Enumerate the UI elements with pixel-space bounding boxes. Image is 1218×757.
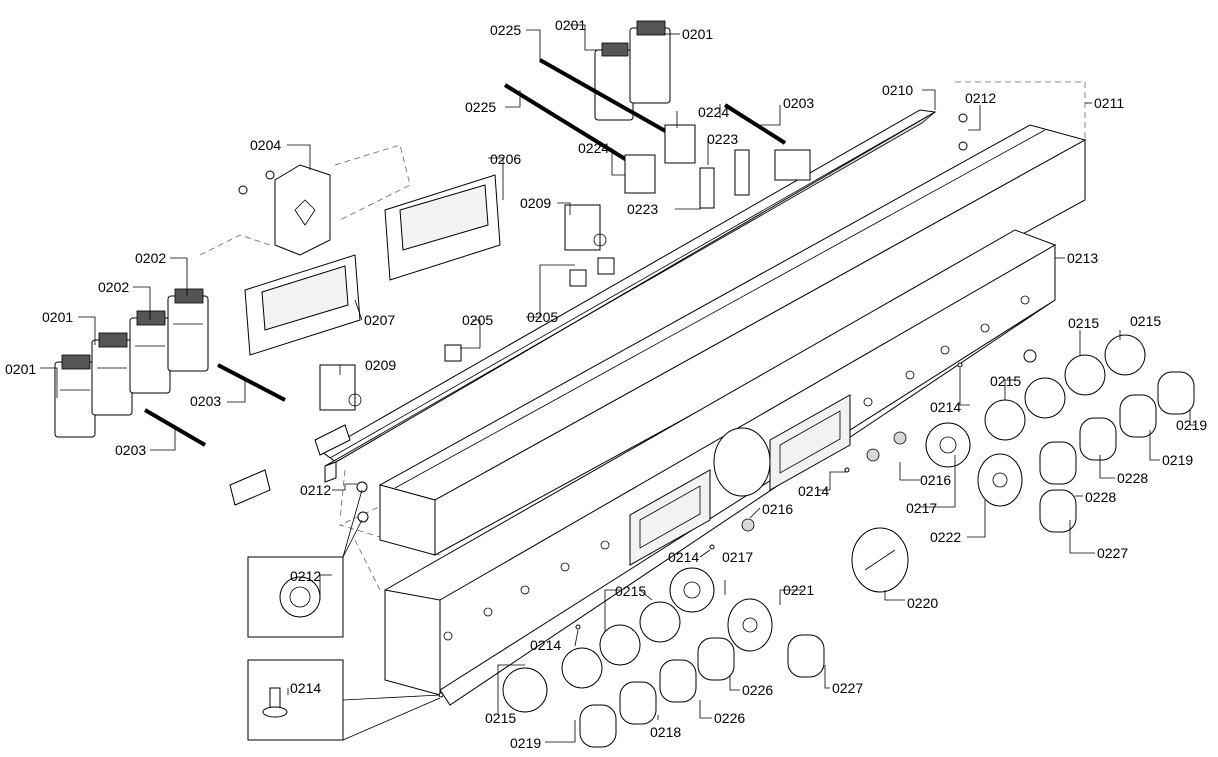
control-module-left-2 [91,332,133,416]
label-0214-d: 0214 [798,483,829,499]
display-board-upper [384,174,501,281]
center-cutout [713,427,771,497]
label-0222: 0222 [930,529,961,545]
control-knobs [579,371,1195,748]
label-0215-b: 0215 [1068,315,1099,331]
ring-0222 [977,453,1023,507]
label-0212-a: 0212 [965,90,996,106]
control-panel [384,229,1057,706]
knob-plates [669,422,971,613]
label-0218: 0218 [650,724,681,740]
label-0207: 0207 [364,312,395,328]
label-0201-a: 0201 [5,361,36,377]
label-0210: 0210 [882,82,913,98]
label-0214-c: 0214 [668,549,699,565]
label-0203-a: 0203 [115,442,146,458]
label-0224-b: 0224 [578,140,609,156]
rotary-switches [319,124,696,411]
leader-lines [40,24,1195,743]
label-0221: 0221 [783,582,814,598]
clips-left [229,424,351,506]
control-module-left-3 [129,310,171,394]
knob-holes [443,295,1030,641]
label-0212-c: 0212 [290,568,321,584]
label-0226-b: 0226 [714,710,745,726]
label-0220: 0220 [907,595,938,611]
control-module-top-1 [594,42,634,121]
label-0209-a: 0209 [520,195,551,211]
label-0215-c: 0215 [1130,313,1161,329]
label-0204: 0204 [250,137,281,153]
label-0219-a: 0219 [1176,417,1207,433]
label-0203-b: 0203 [190,393,221,409]
label-0203-c: 0203 [783,95,814,111]
label-0206: 0206 [490,151,521,167]
label-0217-a: 0217 [906,500,937,516]
label-0219-b: 0219 [1162,452,1193,468]
label-0213: 0213 [1067,250,1098,266]
label-0205-b: 0205 [462,312,493,328]
label-0216-a: 0216 [920,472,951,488]
label-0211: 0211 [1094,95,1124,111]
label-0215-e: 0215 [485,710,516,726]
trim-bar [321,109,937,483]
label-0201-b: 0201 [42,309,73,325]
label-0223-a: 0223 [707,131,738,147]
large-knob-0220 [851,527,909,593]
label-0202-b: 0202 [135,250,166,266]
label-0202-a: 0202 [98,279,129,295]
label-0225-b: 0225 [465,99,496,115]
toggle-switches [444,257,615,362]
label-0227-b: 0227 [832,680,863,696]
display-window-right [769,394,851,491]
label-0227-a: 0227 [1097,545,1128,561]
control-module-left-1 [54,354,96,438]
spacers [741,431,907,532]
label-0214-a: 0214 [290,680,321,696]
label-0214-b: 0214 [530,637,561,653]
label-0228-b: 0228 [1085,489,1116,505]
label-0224-a: 0224 [698,104,729,120]
rear-housing [378,124,1087,556]
label-0225-a: 0225 [490,22,521,38]
label-0219-c: 0219 [510,735,541,751]
label-0217-b: 0217 [722,549,753,565]
label-0226-a: 0226 [742,682,773,698]
brackets [274,149,811,256]
label-0209-b: 0209 [365,357,396,373]
label-0215-a: 0215 [990,373,1021,389]
control-module-left-4 [167,288,209,372]
knob-bezels [502,334,1146,713]
label-0205-a: 0205 [527,309,558,325]
label-0214-e: 0214 [930,399,961,415]
control-module-top-2 [629,20,671,104]
display-board-lower [244,254,361,356]
ring-0221 [727,598,773,652]
label-0223-b: 0223 [627,201,658,217]
label-0201-c: 0201 [555,17,586,33]
label-0201-d: 0201 [682,26,713,42]
label-0216-b: 0216 [762,501,793,517]
detail-inset-screw [247,659,441,741]
detail-inset-nut [247,489,363,638]
label-0215-d: 0215 [615,583,646,599]
fasteners [238,113,1037,698]
label-0228-a: 0228 [1117,470,1148,486]
label-0212-b: 0212 [300,482,331,498]
display-window-left [629,469,711,566]
part-labels: 0201 0201 0202 0202 0203 0203 0204 0206 … [5,17,1207,751]
